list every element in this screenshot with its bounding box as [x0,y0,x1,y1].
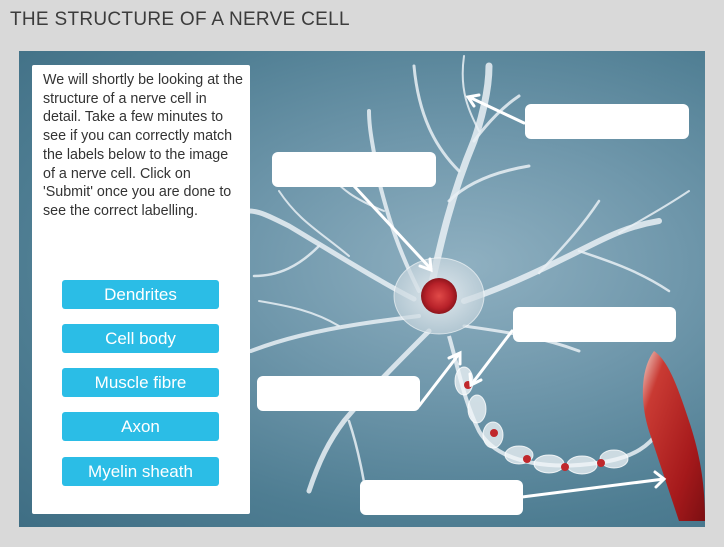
nerve-cell-stage: We will shortly be looking at the struct… [19,51,705,527]
label-dendrites[interactable]: Dendrites [62,280,219,309]
label-myelin-sheath[interactable]: Myelin sheath [62,457,219,486]
drop-zone-left-upper[interactable] [272,152,436,187]
label-cell-body[interactable]: Cell body [62,324,219,353]
page-title: THE STRUCTURE OF A NERVE CELL [10,9,350,30]
drop-zone-right-middle[interactable] [513,307,676,342]
nucleus-art [421,278,457,314]
drop-zone-bottom[interactable] [360,480,523,515]
drop-zone-top-right[interactable] [525,104,689,139]
axon-art [447,335,661,475]
label-muscle-fibre[interactable]: Muscle fibre [62,368,219,397]
pointer-arrows [352,93,667,499]
label-axon[interactable]: Axon [62,412,219,441]
muscle-fibre-art [642,351,705,521]
drop-zone-left-lower[interactable] [257,376,420,411]
nerve-cell-illustration [246,55,705,521]
instructions-text: We will shortly be looking at the struct… [43,72,243,219]
instructions-panel: We will shortly be looking at the struct… [32,65,250,514]
